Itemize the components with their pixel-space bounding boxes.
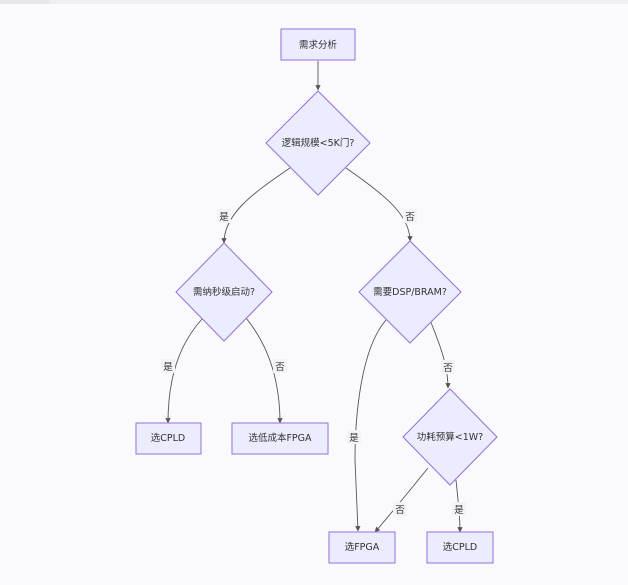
svg-text:功耗预算<1W?: 功耗预算<1W? (417, 431, 483, 443)
svg-text:需纳秒级启动?: 需纳秒级启动? (193, 286, 255, 298)
edge-boot-yes (165, 317, 204, 424)
node-logic-scale: 逻辑规模<5K门? (265, 90, 371, 196)
svg-text:是: 是 (163, 362, 173, 373)
svg-text:选CPLD: 选CPLD (151, 432, 185, 444)
svg-text:是: 是 (454, 505, 464, 516)
node-power-budget: 功耗预算<1W? (402, 388, 498, 486)
svg-text:否: 否 (405, 212, 415, 223)
edge-power-no (374, 467, 429, 533)
edge-label-scale-yes: 是 (217, 209, 231, 223)
top-tab (0, 0, 50, 4)
node-ms-boot: 需纳秒级启动? (175, 242, 273, 342)
edge-boot-no (245, 317, 283, 424)
node-low-cost-fpga: 选低成本FPGA (231, 422, 329, 455)
edge-label-scale-no: 否 (403, 209, 417, 223)
svg-text:是: 是 (219, 212, 229, 223)
svg-text:否: 否 (275, 362, 285, 373)
edge-label-boot-yes: 是 (161, 359, 175, 373)
node-analysis: 需求分析 (280, 28, 356, 61)
edge-label-boot-no: 否 (273, 359, 287, 373)
edge-scale-yes (221, 167, 291, 244)
svg-text:需要DSP/BRAM?: 需要DSP/BRAM? (373, 287, 447, 298)
top-bar (0, 0, 628, 4)
svg-text:选FPGA: 选FPGA (345, 541, 380, 553)
svg-text:否: 否 (395, 505, 405, 516)
svg-text:逻辑规模<5K门?: 逻辑规模<5K门? (282, 137, 355, 149)
svg-text:选低成本FPGA: 选低成本FPGA (248, 432, 312, 444)
svg-text:选CPLD: 选CPLD (443, 541, 477, 553)
svg-text:需求分析: 需求分析 (299, 39, 338, 51)
svg-text:是: 是 (349, 433, 359, 444)
edge-label-dsp-no: 否 (441, 360, 455, 374)
edge-dsp-yes (354, 319, 387, 532)
node-dsp-bram: 需要DSP/BRAM? (358, 240, 462, 344)
svg-text:否: 否 (443, 363, 453, 374)
edge-label-power-yes: 是 (452, 502, 466, 516)
edge-dsp-no (429, 319, 451, 389)
edge-scale-no (345, 167, 413, 242)
edge-label-power-no: 否 (393, 502, 407, 516)
edge-label-dsp-yes: 是 (347, 430, 361, 444)
node-choose-fpga: 选FPGA (328, 531, 396, 564)
node-choose-cpld-1: 选CPLD (135, 422, 202, 455)
node-choose-cpld-2: 选CPLD (426, 531, 494, 564)
